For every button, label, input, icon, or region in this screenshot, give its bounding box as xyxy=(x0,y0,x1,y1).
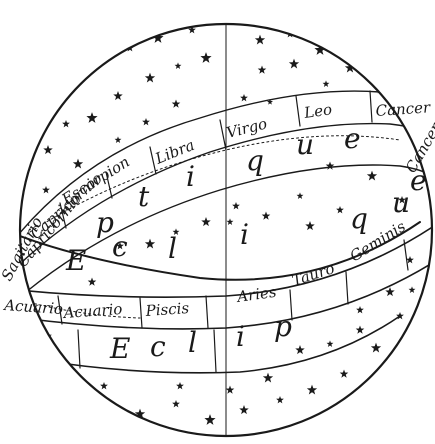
star-icon xyxy=(239,405,248,414)
star-icon xyxy=(65,395,75,405)
star-icon xyxy=(201,217,210,226)
star-icon xyxy=(356,326,365,334)
star-icon xyxy=(175,62,182,69)
sign-leo: Leo xyxy=(302,100,333,122)
lower-letter: l xyxy=(188,326,197,359)
star-icon xyxy=(289,59,299,69)
sign-fragment-left: Acuario xyxy=(2,296,64,318)
star-icon xyxy=(327,340,334,347)
star-icon xyxy=(409,286,416,293)
star-icon xyxy=(97,402,104,409)
star-icon xyxy=(240,94,248,101)
back-letter: e xyxy=(344,122,361,155)
sign-piscis: Piscis xyxy=(144,299,190,320)
star-icon xyxy=(115,136,122,143)
front-letter: i xyxy=(240,218,249,251)
front-letter: E xyxy=(65,244,86,277)
lower-letter: E xyxy=(109,332,130,365)
star-icon xyxy=(297,192,304,199)
star-icon xyxy=(385,287,394,296)
front-letter: q xyxy=(350,202,368,235)
star-icon xyxy=(142,118,150,125)
star-icon xyxy=(100,382,108,389)
star-icon xyxy=(39,373,48,382)
lower-letter: i xyxy=(236,320,245,353)
star-icon xyxy=(367,171,377,181)
star-icon xyxy=(65,75,75,85)
back-letter: i xyxy=(186,160,195,193)
star-icon xyxy=(145,239,155,249)
star-icon xyxy=(43,145,52,154)
star-icon xyxy=(232,202,240,209)
star-icon xyxy=(263,373,273,383)
front-letter: l xyxy=(168,232,177,265)
sign-tauro: Tauro xyxy=(290,259,337,290)
star-icon xyxy=(172,400,180,407)
back-letter: t xyxy=(138,180,150,213)
star-icon xyxy=(176,382,184,389)
star-icon xyxy=(305,221,314,230)
star-icon xyxy=(42,186,50,193)
star-icon xyxy=(323,80,330,87)
star-icon xyxy=(204,414,215,425)
star-icon xyxy=(295,345,304,354)
star-icon xyxy=(86,112,97,123)
back-letter: u xyxy=(296,128,314,161)
star-icon xyxy=(258,66,267,74)
star-icon xyxy=(88,278,97,286)
star-icon xyxy=(113,91,122,100)
star-icon xyxy=(340,370,349,378)
lower-letter: p xyxy=(274,310,292,343)
sign-acuario: Acuario xyxy=(61,300,123,322)
star-icon xyxy=(145,73,155,83)
star-icon xyxy=(262,212,271,220)
star-icon xyxy=(326,162,335,170)
star-icon xyxy=(371,343,381,353)
star-icon xyxy=(62,120,70,127)
back-letter: q xyxy=(246,144,264,177)
band-front-bottom-edge xyxy=(40,316,400,373)
sign-cancer: Cancer xyxy=(375,98,431,120)
star-icon xyxy=(255,35,265,45)
star-icon xyxy=(356,306,364,313)
star-icon xyxy=(226,386,235,394)
star-icon xyxy=(336,206,344,213)
front-letter: c xyxy=(112,230,128,263)
star-icon xyxy=(172,100,181,108)
star-icon xyxy=(73,159,83,169)
star-icon xyxy=(276,396,284,403)
star-icon xyxy=(200,52,211,63)
lower-letter: c xyxy=(150,330,166,363)
front-letter: e xyxy=(410,164,427,197)
lower-band-letters: E c l i p xyxy=(109,310,292,365)
star-icon xyxy=(227,218,234,225)
sign-aries: Aries xyxy=(234,283,278,307)
star-icon xyxy=(307,385,317,395)
front-letter: u xyxy=(392,186,410,219)
